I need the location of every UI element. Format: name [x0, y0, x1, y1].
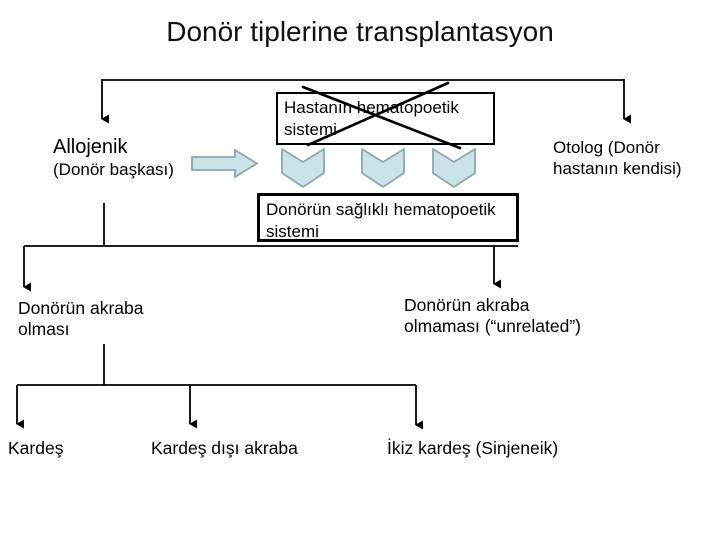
label-autologous-line1: Otolog (Donör: [553, 138, 660, 157]
label-autologous-line2: hastanın kendisi): [553, 158, 682, 178]
right-block-arrow-icon: [191, 148, 259, 179]
chevron-down-icon-2: [361, 148, 405, 188]
box-donor-line2: sistemi: [266, 222, 319, 242]
label-allogeneic: Allojenik: [53, 136, 128, 158]
box-donor-healthy-system: Donörün sağlıklı hematopoetik sistemi: [257, 193, 519, 242]
chevron-down-icon-3: [432, 148, 476, 188]
label-identical-twin: İkiz kardeş (Sinjeneik): [387, 438, 559, 458]
label-unrelated-line2: olmaması (“unrelated”): [404, 316, 581, 337]
label-unrelated-donor: Donörün akraba olmaması (“unrelated”): [404, 295, 581, 338]
label-sibling: Kardeş: [8, 438, 64, 458]
label-autologous: Otolog (Donör hastanın kendisi): [553, 138, 682, 179]
box-patient-line1: Hastanın hematopoetik: [284, 98, 459, 117]
box-donor-line1: Donörün sağlıklı hematopoetik: [266, 200, 496, 219]
box-patient-line2: sistemi: [284, 120, 337, 140]
box-patient-hematopoietic-system: Hastanın hematopoetik sistemi: [276, 92, 495, 145]
label-related-donor: Donörün akraba olması: [18, 298, 144, 341]
chevron-down-icon-1: [281, 148, 325, 188]
label-allogeneic-sub: (Donör başkası): [53, 160, 174, 179]
label-related-line1: Donörün akraba: [18, 298, 144, 318]
label-non-sibling-relative: Kardeş dışı akraba: [151, 438, 298, 458]
page-title: Donör tiplerine transplantasyon: [166, 16, 554, 47]
label-related-line2: olması: [18, 319, 70, 340]
label-unrelated-line1: Donörün akraba: [404, 295, 530, 315]
